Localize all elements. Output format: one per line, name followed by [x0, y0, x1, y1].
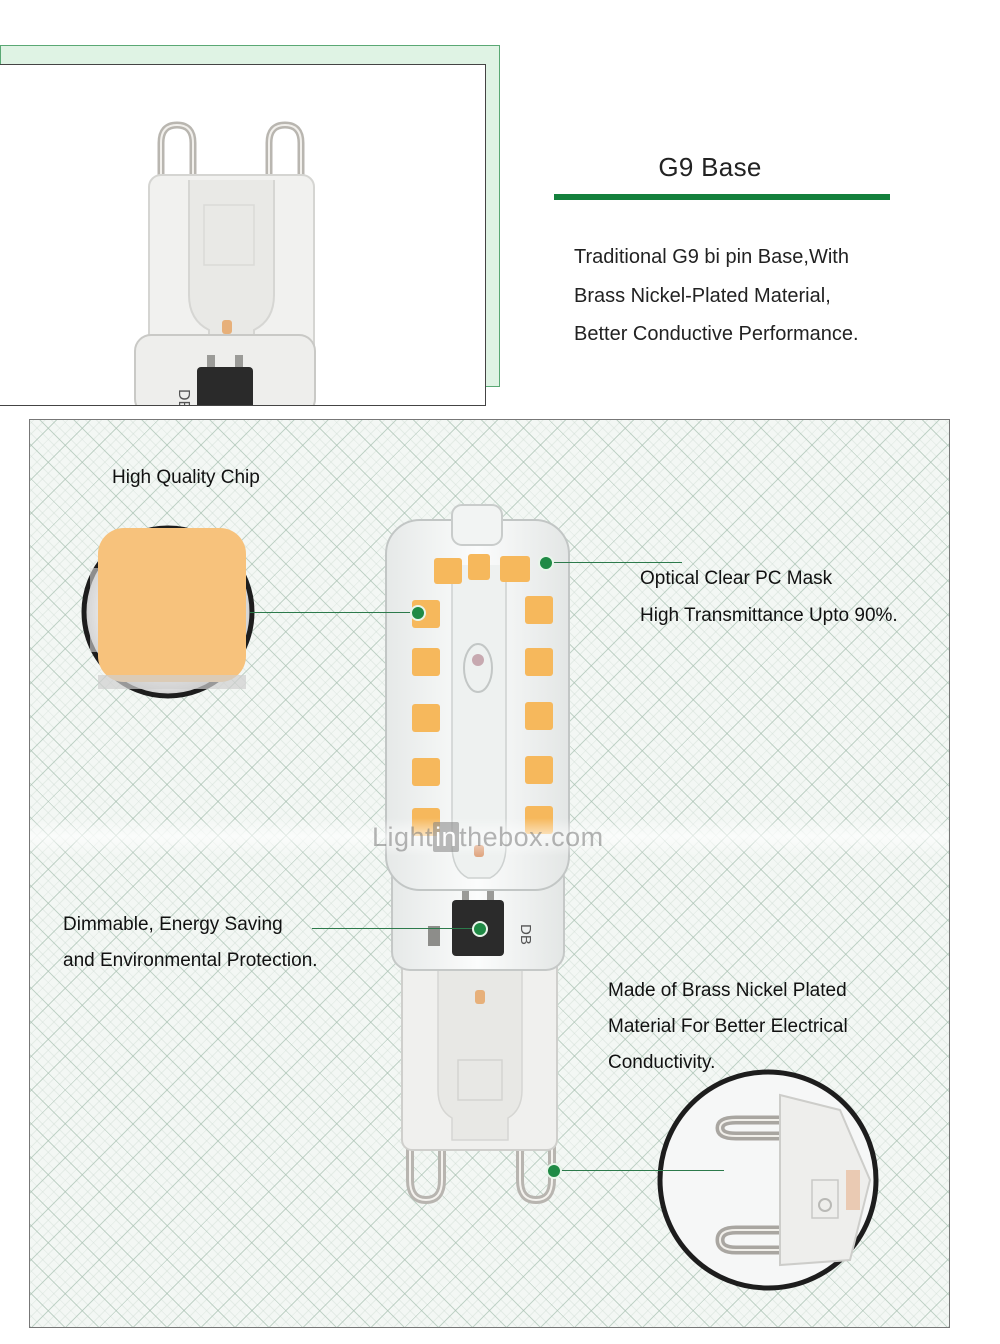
g9-base-photo-frame: DB [0, 64, 486, 406]
watermark-left: Light [372, 822, 434, 852]
label-dimmable-line-1: Dimmable, Energy Saving [63, 914, 283, 935]
description-line-3: Better Conductive Performance. [574, 323, 859, 345]
watermark-mid: in [433, 822, 460, 852]
led-chip [525, 702, 553, 730]
led-chip [434, 558, 462, 584]
description-line-1: Traditional G9 bi pin Base,With [574, 246, 849, 268]
label-brass-line-2: Material For Better Electrical [608, 1016, 848, 1037]
label-dimmable-line-2: and Environmental Protection. [63, 950, 318, 971]
led-chip [412, 758, 440, 786]
g9-base-title: G9 Base [658, 152, 762, 182]
dimmable-leader-line [312, 928, 482, 929]
svg-text:DB: DB [517, 924, 534, 945]
pin-leader-line [556, 1170, 724, 1171]
watermark-band [30, 818, 948, 856]
led-chip [412, 704, 440, 732]
led-chip [525, 648, 553, 676]
g9-base-closeup-image: DB [134, 121, 316, 406]
base-indicator [222, 320, 232, 334]
lightinthebox-watermark: Lightinthebox.com [372, 822, 604, 853]
pin-callout-dot [546, 1163, 562, 1179]
led-chip [468, 554, 490, 580]
label-brass-line-3: Conductivity. [608, 1052, 716, 1073]
magnified-led-chip [98, 528, 246, 682]
title-underline [554, 194, 890, 200]
dimmable-callout-dot [472, 921, 488, 937]
led-chip [525, 756, 553, 784]
svg-text:DB: DB [175, 389, 192, 406]
watermark-right: thebox.com [459, 822, 604, 852]
chip-callout-dot [410, 605, 426, 621]
led-chip [525, 596, 553, 624]
mask-callout-dot [538, 555, 554, 571]
label-pc-mask-line-1: Optical Clear PC Mask [640, 568, 833, 589]
led-chip [412, 648, 440, 676]
label-high-quality-chip: High Quality Chip [112, 467, 260, 488]
label-pc-mask-line-2: High Transmittance Upto 90%. [640, 605, 898, 626]
chip-leader-line [250, 612, 420, 613]
magnified-pins [715, 1093, 872, 1267]
label-brass-line-1: Made of Brass Nickel Plated [608, 980, 847, 1001]
mask-leader-line [548, 562, 682, 563]
description-line-2: Brass Nickel-Plated Material, [574, 285, 831, 307]
driver-chip [197, 367, 253, 405]
led-chip [500, 556, 530, 582]
